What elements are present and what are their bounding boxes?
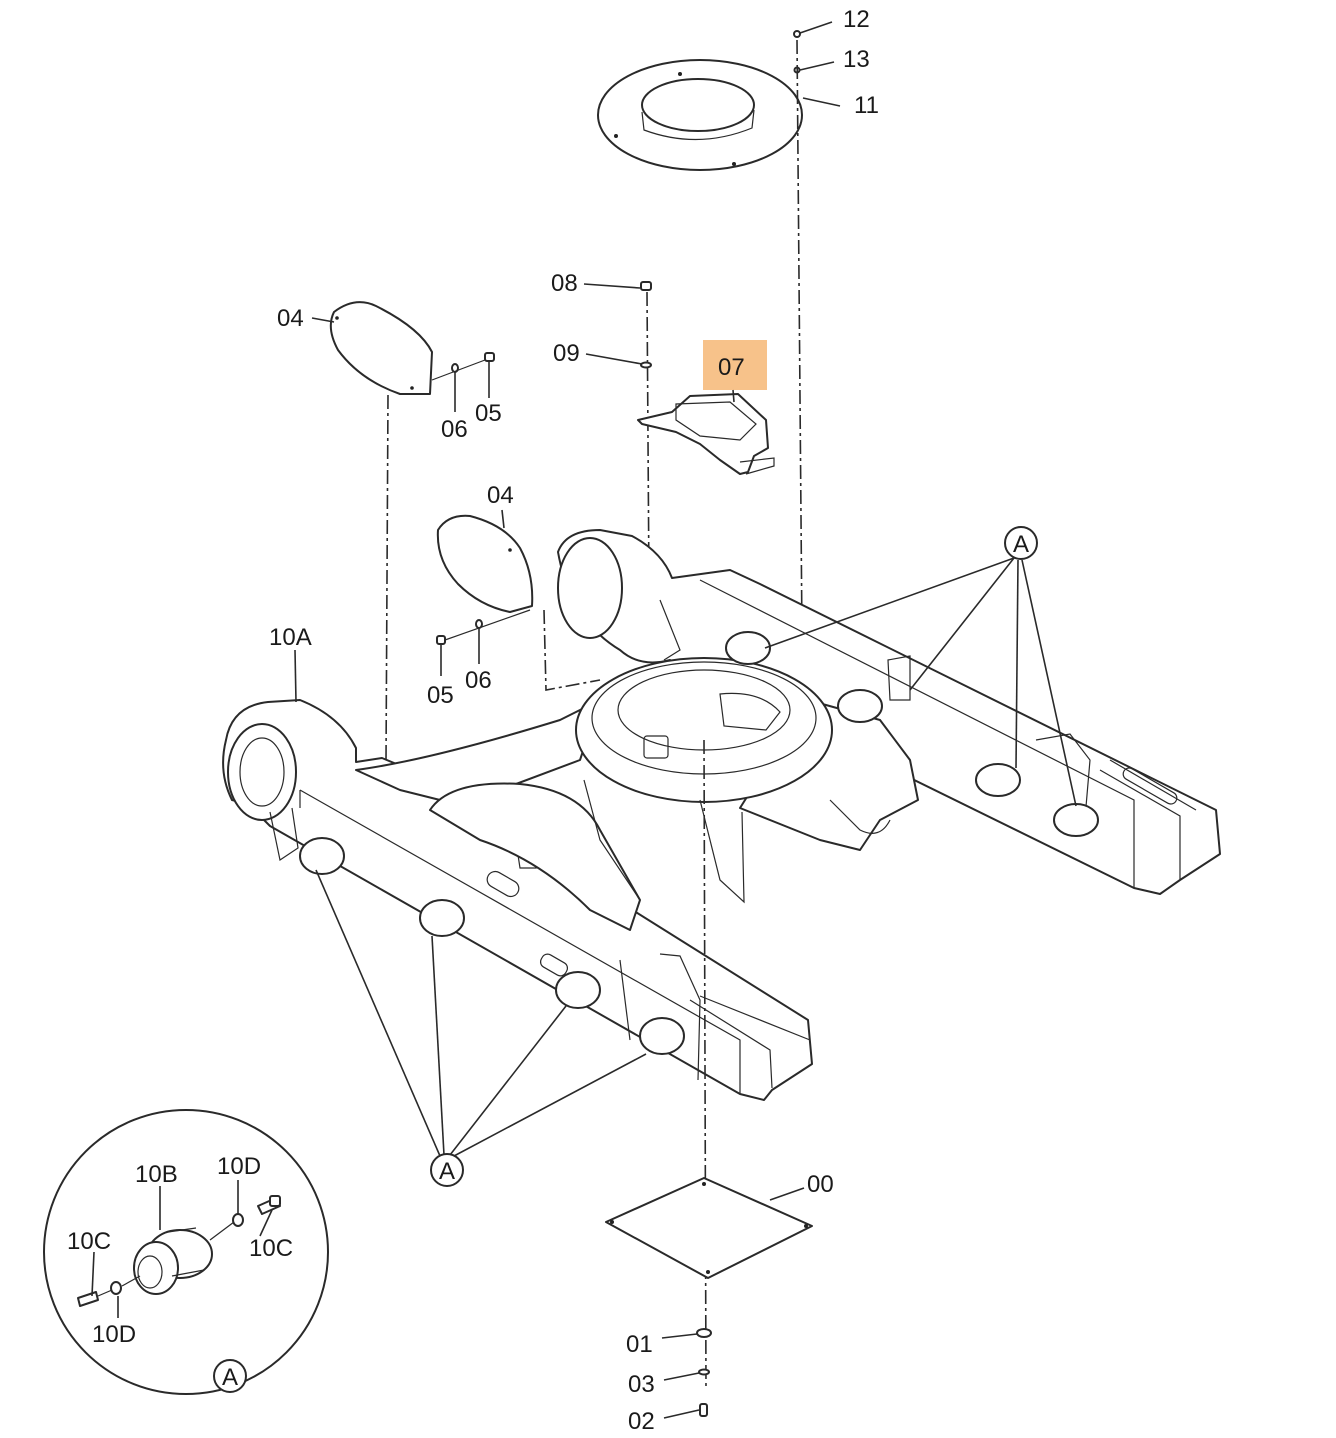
label-A-upper: A (1013, 531, 1029, 558)
part-06-washer-middle (475, 619, 483, 664)
part-02-bolt (699, 1403, 708, 1417)
label-00: 00 (807, 1171, 834, 1198)
label-10B: 10B (135, 1161, 178, 1188)
part-10D-washer-left (110, 1281, 122, 1295)
part-00-cover-plate (605, 1177, 813, 1279)
part-10C-bolt-right (257, 1195, 281, 1215)
part-03-washer (698, 1368, 710, 1376)
detail-A-callout-upper (764, 526, 1077, 807)
part-04-side-cover-upper (329, 301, 433, 395)
label-10D-lower: 10D (92, 1321, 136, 1348)
label-12: 12 (843, 6, 870, 33)
part-04-side-cover-middle (436, 514, 534, 613)
label-08: 08 (551, 270, 578, 297)
part-07-label-highlight (703, 340, 767, 390)
track-rollers-right (725, 631, 1099, 837)
part-12-bolt (793, 30, 801, 38)
label-11: 11 (854, 92, 879, 119)
label-04-upper: 04 (277, 305, 304, 332)
part-05-bolt-upper (484, 352, 495, 398)
part-11-ring-plate (597, 59, 803, 171)
label-10A: 10A (269, 624, 312, 651)
part-10D-washer-right (232, 1213, 244, 1227)
label-09: 09 (553, 340, 580, 367)
label-13: 13 (843, 46, 870, 73)
label-01: 01 (626, 1331, 653, 1358)
label-03: 03 (628, 1371, 655, 1398)
label-04-middle: 04 (487, 482, 514, 509)
part-08-bolt (640, 281, 652, 291)
part-06-washer-upper (451, 363, 459, 412)
part-10C-bolt-left (77, 1291, 99, 1307)
label-02: 02 (628, 1408, 655, 1435)
part-05-bolt-middle (436, 635, 446, 676)
label-05-upper: 05 (475, 400, 502, 427)
detail-A-roller-view (43, 1109, 329, 1395)
part-07-cover (637, 393, 775, 475)
detail-A-callout-lower (315, 869, 647, 1187)
label-05-middle: 05 (427, 682, 454, 709)
label-A-lower: A (439, 1158, 455, 1185)
label-06-upper: 06 (441, 416, 468, 443)
track-rollers-left (299, 837, 685, 1055)
label-10C-left: 10C (67, 1228, 111, 1255)
label-07: 07 (718, 354, 745, 381)
label-10C-right: 10C (249, 1235, 293, 1262)
label-06-middle: 06 (465, 667, 492, 694)
label-10D-upper: 10D (217, 1153, 261, 1180)
part-10A-track-frame (222, 529, 1221, 1101)
part-01-nut (696, 1328, 712, 1338)
part-09-washer (640, 361, 652, 369)
label-A-detail: A (222, 1364, 238, 1391)
part-10B-track-roller (133, 1227, 213, 1295)
